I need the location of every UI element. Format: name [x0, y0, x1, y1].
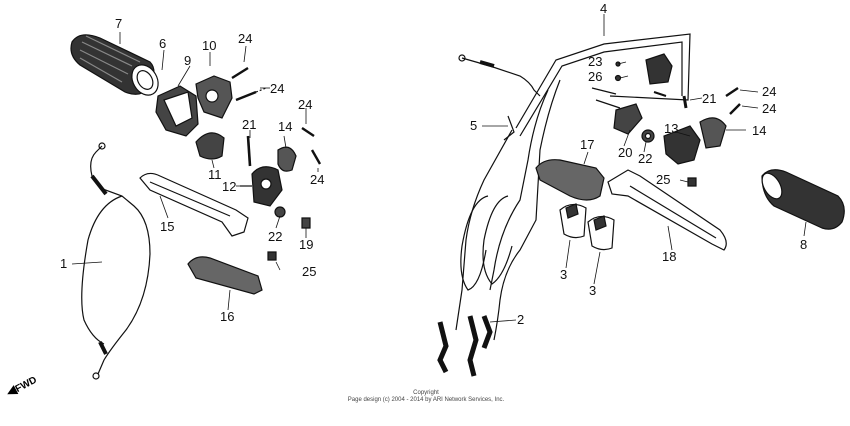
callout-4: 4 [600, 1, 608, 16]
callout-24b: 24 [270, 81, 285, 96]
holder-piece [613, 103, 643, 135]
callout-6: 6 [159, 36, 167, 51]
callout-23: 23 [588, 54, 603, 69]
callout-9: 9 [184, 53, 192, 68]
throttle-cable-2 [437, 79, 561, 377]
clutch-cable [81, 142, 151, 380]
callout-24e: 24 [762, 84, 777, 99]
callout-22b: 22 [638, 151, 653, 166]
callout-16: 16 [220, 309, 235, 324]
callout-3b: 3 [589, 283, 597, 298]
lever-bracket-13 [663, 125, 701, 165]
right-grip [761, 169, 845, 230]
callout-3a: 3 [560, 267, 568, 282]
callout-20: 20 [618, 145, 633, 160]
callout-25a: 25 [302, 264, 317, 279]
callout-24a: 24 [238, 31, 253, 46]
callout-21a: 21 [242, 117, 257, 132]
callout-11: 11 [208, 167, 222, 182]
callout-25b: 25 [656, 172, 671, 187]
callout-2: 2 [517, 312, 525, 327]
callout-24c: 24 [298, 97, 313, 112]
bolt-19 [301, 217, 311, 229]
band-3a [559, 203, 587, 239]
page-design-credit: Page design (c) 2004 - 2014 by ARI Netwo… [347, 397, 505, 403]
switch-housing [614, 53, 673, 97]
bolt-24c [301, 127, 315, 137]
callout-24f: 24 [762, 101, 777, 116]
callout-14a: 14 [278, 119, 293, 134]
clip-14 [277, 146, 297, 172]
callout-18: 18 [662, 249, 677, 264]
callout-19: 19 [299, 237, 314, 252]
callout-22a: 22 [268, 229, 283, 244]
clamp-11 [195, 132, 225, 160]
callout-7: 7 [115, 16, 123, 31]
callout-24d: 24 [310, 172, 325, 187]
bolt-24f [729, 103, 741, 115]
callout-26: 26 [588, 69, 603, 84]
callout-8: 8 [800, 237, 808, 252]
callout-21b: 21 [702, 91, 717, 106]
callout-5: 5 [470, 118, 478, 133]
bolt-24b [235, 90, 257, 102]
callout-13: 13 [664, 121, 679, 136]
callout-12: 12 [222, 179, 237, 194]
callout-15: 15 [160, 219, 175, 234]
bolt-24d [310, 149, 322, 165]
bolt-24a [231, 66, 249, 80]
bolt-24e [725, 87, 739, 97]
bolt-21b [682, 95, 688, 109]
callout-1: 1 [60, 256, 68, 271]
throttle-grip [70, 34, 159, 96]
throttle-cable-4 [458, 33, 691, 141]
lever-cover [187, 256, 263, 295]
clamp-14b [699, 117, 727, 149]
throttle-housing [155, 75, 233, 137]
washer-22 [274, 206, 286, 218]
band-3b [587, 215, 615, 251]
nut-25 [267, 251, 277, 261]
callout-14b: 14 [752, 123, 767, 138]
callout-17: 17 [580, 137, 595, 152]
copyright-line: Copyright [413, 390, 439, 396]
nut-25b [687, 177, 697, 187]
screw-21 [246, 135, 252, 167]
lever-cover-17 [535, 159, 605, 201]
callout-10: 10 [202, 38, 217, 53]
